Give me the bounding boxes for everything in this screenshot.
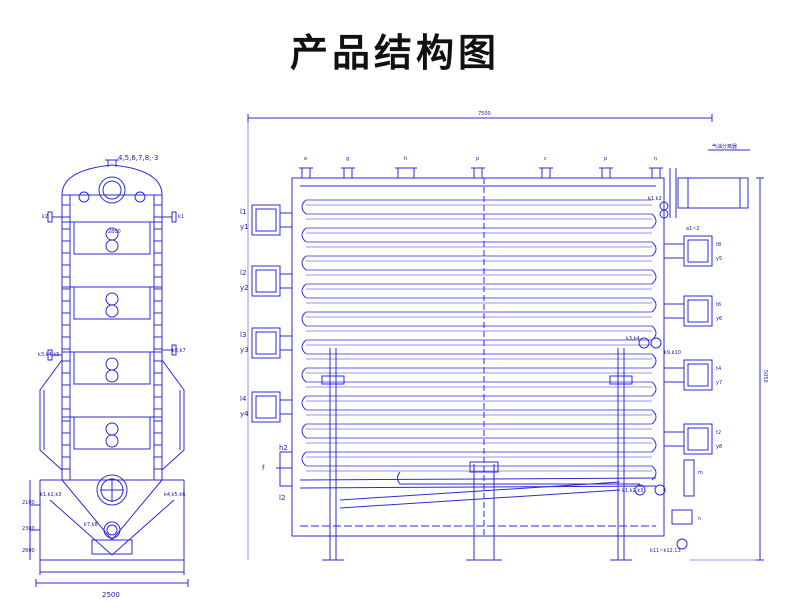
svg-text:k1,k2,k3: k1,k2,k3: [40, 492, 61, 498]
left-port-label: y2: [240, 284, 249, 292]
left-dome: [61, 164, 163, 196]
svg-text:k3,k4,k5: k3,k4,k5: [38, 352, 59, 358]
svg-text:2600: 2600: [22, 548, 35, 554]
left-port-label: l4: [240, 395, 247, 403]
right-misc-label: m: [698, 470, 703, 476]
left-port-label: y1: [240, 223, 249, 231]
left-port-label: l2: [240, 269, 246, 277]
top-nozzle-5: [539, 167, 553, 179]
left-header-box-2: [251, 265, 292, 297]
left-port-label: y3: [240, 346, 249, 354]
right-misc-label: k11~k12,13: [650, 548, 681, 554]
left-top-manhole: [98, 176, 126, 204]
right-port-label: y7: [716, 380, 722, 386]
top-nozzle-4: [471, 167, 485, 179]
right-port-label: y5: [716, 256, 722, 262]
left-header-1: [62, 221, 162, 255]
right-misc-label: k3,k4: [626, 336, 640, 342]
top-nozzle-2: [341, 167, 355, 179]
right-port-label: y6: [716, 316, 722, 322]
right-temp-label: t4: [716, 366, 721, 372]
top-nozzle-label: n: [654, 156, 657, 162]
left-body: [61, 194, 163, 481]
top-nozzle-7: [649, 167, 663, 179]
right-header-box-1: [664, 235, 713, 267]
left-inner-dim: 2800: [108, 229, 121, 235]
left-header-box-1: [251, 204, 292, 236]
right-temp-label: t6: [716, 302, 721, 308]
left-header-3: [62, 351, 162, 385]
right-misc-label: k1,k2,k3: [622, 488, 643, 494]
svg-text:k1: k1: [178, 214, 184, 220]
lower-left-port: [279, 451, 293, 487]
right-header-box-4: [664, 423, 713, 455]
top-nozzle-label: h: [404, 156, 407, 162]
right-header-box-3: [664, 359, 713, 391]
svg-text:k4,k5,k6: k4,k5,k6: [164, 492, 185, 498]
bottom-left-label: l2: [279, 494, 285, 502]
right-misc-label: k9,k10: [664, 350, 681, 356]
left-bottom-manhole: [96, 474, 128, 506]
left-header-4: [62, 416, 162, 450]
svg-text:k2: k2: [42, 214, 48, 220]
svg-text:2100: 2100: [22, 500, 35, 506]
bottom-left-label: f: [262, 464, 265, 472]
left-top-label: 4,5,6,7,8,-3: [118, 154, 158, 162]
left-port-label: y4: [240, 410, 249, 418]
right-misc-label: n: [698, 516, 701, 522]
top-nozzle-1: [299, 167, 313, 179]
right-length-dim: 7500: [478, 111, 491, 117]
svg-text:k7,k8: k7,k8: [84, 522, 98, 528]
left-port-label: l3: [240, 331, 246, 339]
right-temp-label: t2: [716, 430, 721, 436]
right-misc-label: k1,k2: [648, 196, 662, 202]
separator-label: 气油分离器: [712, 143, 737, 150]
top-nozzle-label: e: [304, 156, 307, 162]
left-header-box-4: [251, 391, 292, 423]
left-header-box-3: [251, 327, 292, 359]
top-nozzle-label: p: [604, 156, 607, 162]
left-port-label: l1: [240, 208, 246, 216]
right-temp-label: t8: [716, 242, 721, 248]
oil-gas-separator: [677, 177, 749, 209]
top-nozzle-label: c: [544, 156, 547, 162]
page-title: 产品结构图: [289, 31, 500, 75]
top-nozzle-label: p: [476, 156, 479, 162]
left-header-2: [62, 286, 162, 320]
bottom-left-label: h2: [279, 444, 288, 452]
right-view-drawing: [247, 114, 764, 561]
right-port-label: y8: [716, 444, 722, 450]
right-height-dim: 5050: [762, 370, 768, 383]
top-nozzle-6: [599, 167, 613, 179]
top-nozzle-label: g: [346, 156, 349, 162]
left-width-dim: 2500: [102, 591, 120, 599]
left-view-drawing: [29, 159, 189, 587]
svg-text:k6,k7: k6,k7: [172, 348, 186, 354]
right-header-box-2: [664, 295, 713, 327]
right-misc-label: a1~2: [686, 226, 700, 232]
svg-text:2300: 2300: [22, 526, 35, 532]
top-nozzle-3: [395, 167, 417, 179]
